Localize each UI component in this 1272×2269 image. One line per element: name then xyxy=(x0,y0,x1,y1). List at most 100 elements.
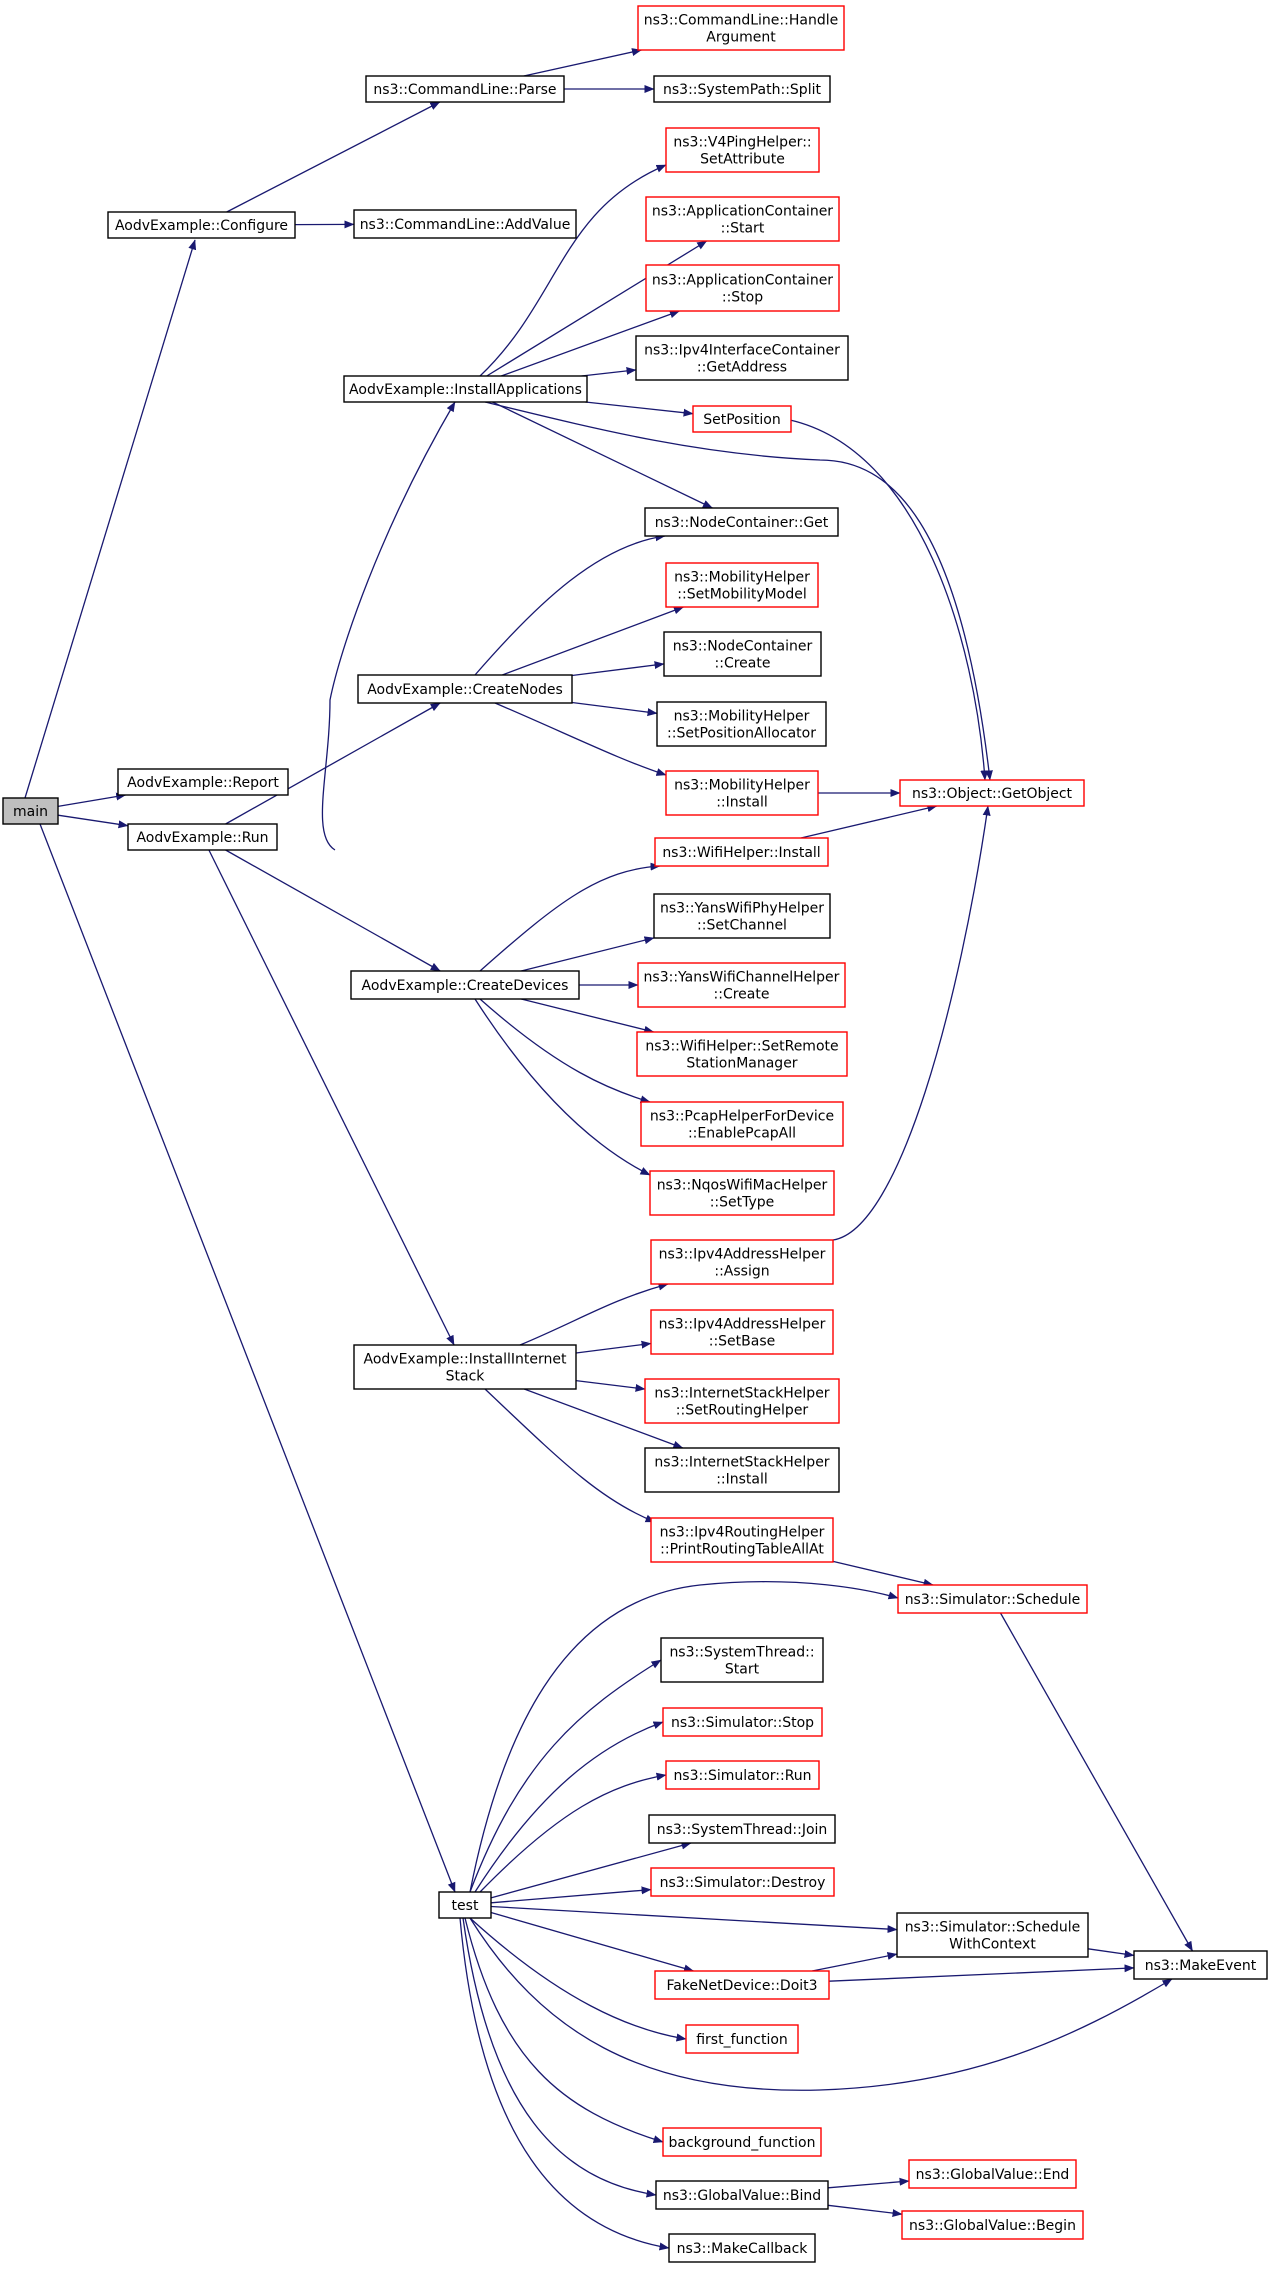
node-cl-parse[interactable]: ns3::CommandLine::Parse xyxy=(365,75,565,103)
node-label: ns3::Simulator::Destroy xyxy=(660,1875,826,1891)
node-box xyxy=(896,1912,1089,1958)
node-pcap[interactable]: ns3::PcapHelperForDevice::EnablePcapAll xyxy=(640,1101,844,1147)
node-create-devices[interactable]: AodvExample::CreateDevices xyxy=(350,970,580,1000)
node-makecallback[interactable]: ns3::MakeCallback xyxy=(668,2233,816,2263)
node-sim-stop[interactable]: ns3::Simulator::Stop xyxy=(662,1707,823,1737)
node-sp-split[interactable]: ns3::SystemPath::Split xyxy=(653,75,831,103)
node-first-function[interactable]: first_function xyxy=(685,2024,799,2054)
node-mh-setmodel[interactable]: ns3::MobilityHelper::SetMobilityModel xyxy=(665,562,819,608)
edge-create_nodes-to-mh_setmodel xyxy=(502,606,684,676)
edge-run-to-create_devices xyxy=(225,849,441,972)
node-box xyxy=(653,75,831,103)
node-nqos[interactable]: ns3::NqosWifiMacHelper::SetType xyxy=(649,1170,835,1216)
node-nc-get[interactable]: ns3::NodeContainer::Get xyxy=(644,507,839,537)
node-box xyxy=(908,2159,1077,2189)
node-main[interactable]: main xyxy=(2,797,59,825)
node-label: test xyxy=(452,1898,479,1914)
edge-create_devices-to-wifi_install xyxy=(479,862,661,972)
node-ac-start[interactable]: ns3::ApplicationContainer::Start xyxy=(645,196,840,242)
edge-test-to-sim_destroy xyxy=(490,1886,652,1904)
node-nc-create[interactable]: ns3::NodeContainer::Create xyxy=(663,631,822,677)
node-ipv4a-assign[interactable]: ns3::Ipv4AddressHelper::Assign xyxy=(650,1239,834,1285)
edge-main-to-test xyxy=(39,823,456,1893)
node-label: ns3::WifiHelper::SetRemote xyxy=(645,1039,838,1055)
node-mh-setpos[interactable]: ns3::MobilityHelper::SetPositionAllocato… xyxy=(656,701,827,747)
node-label: ::GetAddress xyxy=(697,360,787,376)
node-report[interactable]: AodvExample::Report xyxy=(117,768,289,796)
node-ipv4a-setbase[interactable]: ns3::Ipv4AddressHelper::SetBase xyxy=(650,1309,834,1355)
edge-sim_schedctx-to-makeevent xyxy=(1087,1948,1135,1959)
edge-test-to-fake_doit3 xyxy=(490,1911,694,1973)
node-getobject[interactable]: ns3::Object::GetObject xyxy=(899,779,1085,807)
node-test[interactable]: test xyxy=(438,1891,492,1919)
node-run[interactable]: AodvExample::Run xyxy=(127,823,278,851)
node-label: ns3::MakeCallback xyxy=(677,2241,809,2257)
node-label: FakeNetDevice::Doit3 xyxy=(666,1978,817,1994)
node-label: SetAttribute xyxy=(700,152,785,168)
node-label: ns3::YansWifiPhyHelper xyxy=(660,901,824,917)
node-ipv4ic-get[interactable]: ns3::Ipv4InterfaceContainer::GetAddress xyxy=(635,335,849,381)
node-ac-stop[interactable]: ns3::ApplicationContainer::Stop xyxy=(645,264,840,312)
node-box xyxy=(644,507,839,537)
node-mh-install[interactable]: ns3::MobilityHelper::Install xyxy=(665,770,819,816)
edge-create_devices-to-yans_phy xyxy=(521,936,655,972)
node-cl-addvalue[interactable]: ns3::CommandLine::AddValue xyxy=(353,209,577,239)
node-sim-destroy[interactable]: ns3::Simulator::Destroy xyxy=(650,1867,835,1897)
node-label: ns3::Ipv4RoutingHelper xyxy=(660,1525,825,1541)
node-label: ::Create xyxy=(715,656,771,672)
node-sim-run[interactable]: ns3::Simulator::Run xyxy=(665,1760,820,1790)
node-bg-function[interactable]: background_function xyxy=(662,2127,822,2157)
node-label: ns3::CommandLine::Handle xyxy=(644,13,838,29)
node-label: ns3::Ipv4InterfaceContainer xyxy=(644,343,840,359)
node-label: AodvExample::InstallApplications xyxy=(349,382,582,398)
node-yans-chan[interactable]: ns3::YansWifiChannelHelper::Create xyxy=(637,962,846,1008)
node-st-start[interactable]: ns3::SystemThread::Start xyxy=(660,1637,824,1683)
node-ipv4r-print[interactable]: ns3::Ipv4RoutingHelper::PrintRoutingTabl… xyxy=(650,1517,834,1563)
edge-test-to-bg_function xyxy=(464,1917,664,2143)
edge-run-to-install_apps xyxy=(321,401,456,851)
node-sim-schedule[interactable]: ns3::Simulator::Schedule xyxy=(897,1584,1088,1614)
edges xyxy=(24,48,1194,2251)
edge-install_stack-to-ish_install xyxy=(523,1388,684,1449)
node-box xyxy=(648,1814,836,1844)
node-box xyxy=(662,2127,822,2157)
node-wifi-install[interactable]: ns3::WifiHelper::Install xyxy=(654,837,829,867)
node-configure[interactable]: AodvExample::Configure xyxy=(107,211,296,239)
node-box xyxy=(650,1239,834,1285)
node-label: ns3::V4PingHelper:: xyxy=(673,135,811,151)
node-st-join[interactable]: ns3::SystemThread::Join xyxy=(648,1814,836,1844)
node-box xyxy=(649,1170,835,1216)
node-label: main xyxy=(13,804,48,820)
node-box xyxy=(650,1309,834,1355)
node-ish-install[interactable]: ns3::InternetStackHelper::Install xyxy=(644,1447,840,1493)
edge-install_apps-to-getobject xyxy=(484,401,993,781)
node-makeevent[interactable]: ns3::MakeEvent xyxy=(1133,1950,1268,1980)
node-gv-end[interactable]: ns3::GlobalValue::End xyxy=(908,2159,1077,2189)
node-label: ns3::WifiHelper::Install xyxy=(662,845,820,861)
edge-test-to-makecallback xyxy=(459,1917,670,2251)
node-v4ping[interactable]: ns3::V4PingHelper::SetAttribute xyxy=(665,127,820,173)
node-gv-bind[interactable]: ns3::GlobalValue::Bind xyxy=(655,2180,829,2210)
node-box xyxy=(644,1447,840,1493)
node-create-nodes[interactable]: AodvExample::CreateNodes xyxy=(357,674,573,704)
node-fake-doit3[interactable]: FakeNetDevice::Doit3 xyxy=(654,1970,830,2000)
node-setposition[interactable]: SetPosition xyxy=(692,405,792,433)
node-yans-phy[interactable]: ns3::YansWifiPhyHelper::SetChannel xyxy=(653,893,831,939)
node-box xyxy=(662,1707,823,1737)
node-label: ns3::PcapHelperForDevice xyxy=(650,1109,834,1125)
node-label: ns3::Simulator::Run xyxy=(673,1768,811,1784)
node-ish-routing[interactable]: ns3::InternetStackHelper::SetRoutingHelp… xyxy=(644,1378,840,1424)
node-install-apps[interactable]: AodvExample::InstallApplications xyxy=(343,375,588,403)
node-label: ::Install xyxy=(716,1472,768,1488)
node-box xyxy=(665,770,819,816)
node-box xyxy=(901,2210,1084,2240)
node-box xyxy=(350,970,580,1000)
node-label: Start xyxy=(725,1662,760,1678)
node-label: Argument xyxy=(706,30,776,46)
node-gv-begin[interactable]: ns3::GlobalValue::Begin xyxy=(901,2210,1084,2240)
